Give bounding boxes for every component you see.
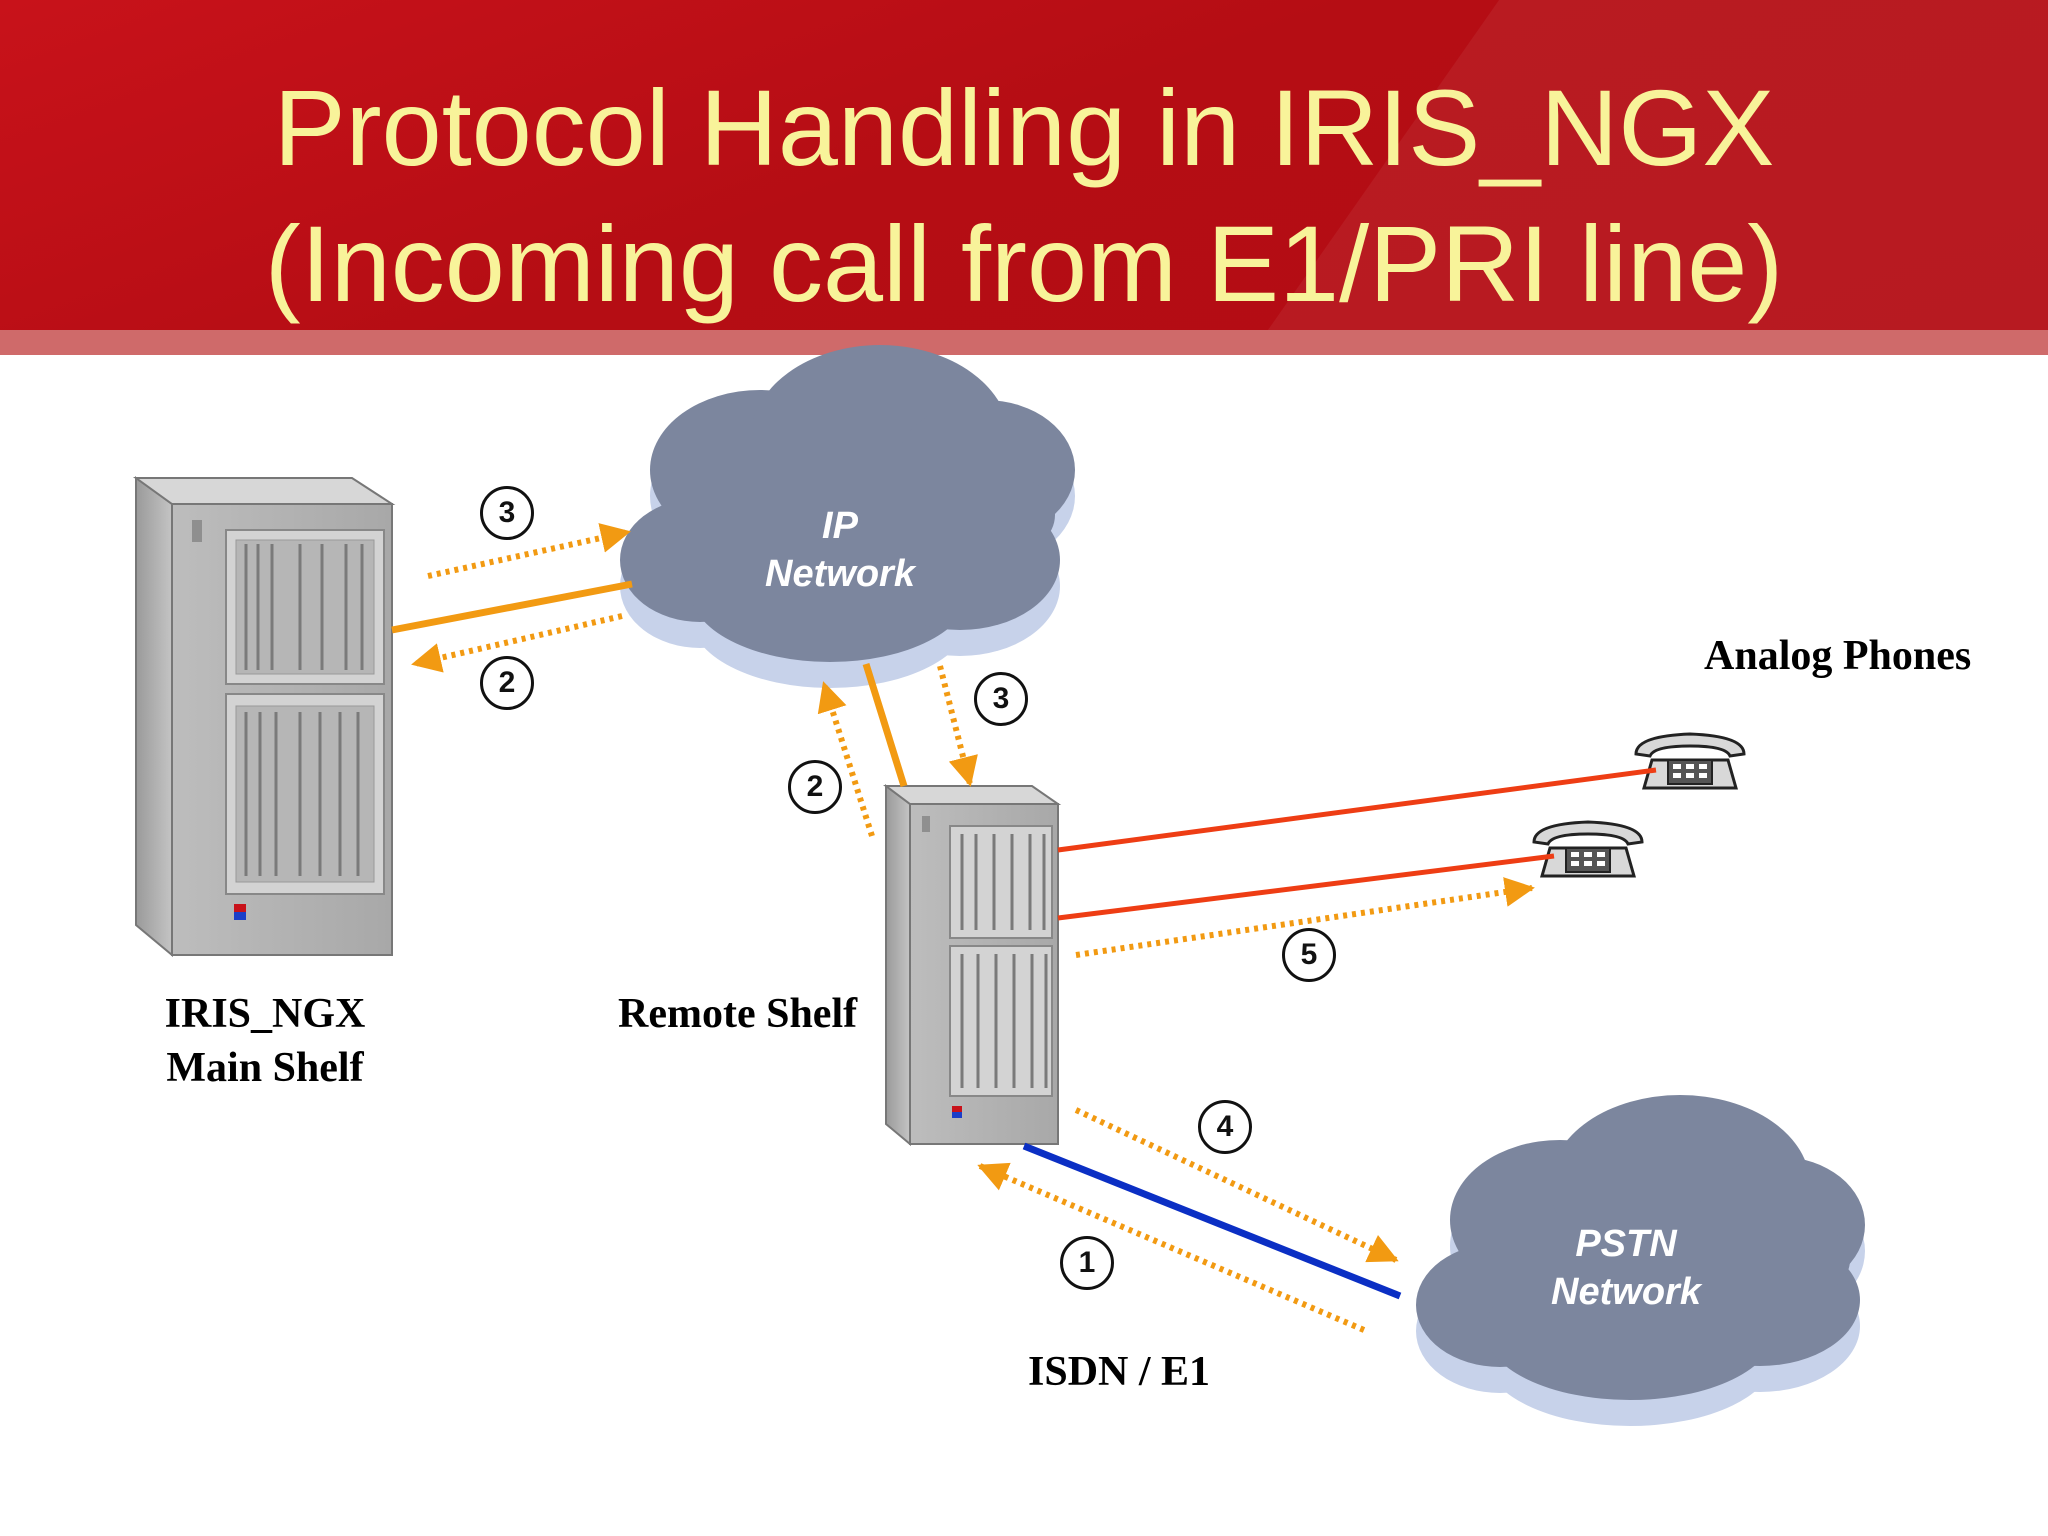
phone-link-1 — [1057, 767, 1657, 853]
telephone-icon — [1634, 732, 1746, 790]
ip-link-remote-shelf — [862, 662, 908, 788]
slide-title-line-1: Protocol Handling in IRIS_NGX — [273, 67, 1775, 188]
signal-arrow-3-to-ip — [427, 523, 631, 579]
title-banner: Protocol Handling in IRIS_NGX (Incoming … — [0, 0, 2048, 355]
ip-network-cloud-icon — [620, 345, 1075, 688]
signal-arrow-1-to-remote — [977, 1162, 1366, 1333]
signal-arrow-2-to-ip — [817, 681, 875, 837]
analog-phones-label: Analog Phones — [1704, 633, 1972, 679]
ip-network-label-line1: IP — [822, 505, 858, 547]
remote-shelf-label: Remote Shelf — [618, 991, 858, 1037]
main-shelf-label-line1: IRIS_NGX — [164, 991, 366, 1037]
step-marker-3: 3 — [974, 672, 1028, 726]
telephone-icon — [1532, 820, 1644, 878]
step-marker-4: 4 — [1198, 1100, 1252, 1154]
remote-shelf-rack-icon — [883, 784, 1062, 1147]
step-marker-3: 3 — [480, 486, 534, 540]
isdn-e1-link — [1022, 1142, 1402, 1300]
ip-link-main-shelf — [391, 580, 633, 634]
pstn-network-cloud-icon — [1416, 1095, 1865, 1426]
step-marker-1: 1 — [1060, 1236, 1114, 1290]
main-shelf-label-line2: Main Shelf — [166, 1045, 364, 1091]
step-marker-2: 2 — [788, 760, 842, 814]
phone-link-2 — [1057, 853, 1555, 921]
pstn-network-label-line1: PSTN — [1575, 1223, 1677, 1265]
isdn-e1-label: ISDN / E1 — [1028, 1349, 1211, 1395]
slide-title-line-2: (Incoming call from E1/PRI line) — [264, 203, 1784, 324]
pstn-network-label-line2: Network — [1551, 1271, 1701, 1313]
main-shelf-rack-icon — [132, 476, 396, 958]
ip-network-label-line2: Network — [765, 553, 915, 595]
step-marker-2: 2 — [480, 656, 534, 710]
step-marker-5: 5 — [1282, 928, 1336, 982]
banner-bottom-band — [0, 330, 2048, 355]
signal-arrow-3-to-remote — [937, 665, 978, 787]
